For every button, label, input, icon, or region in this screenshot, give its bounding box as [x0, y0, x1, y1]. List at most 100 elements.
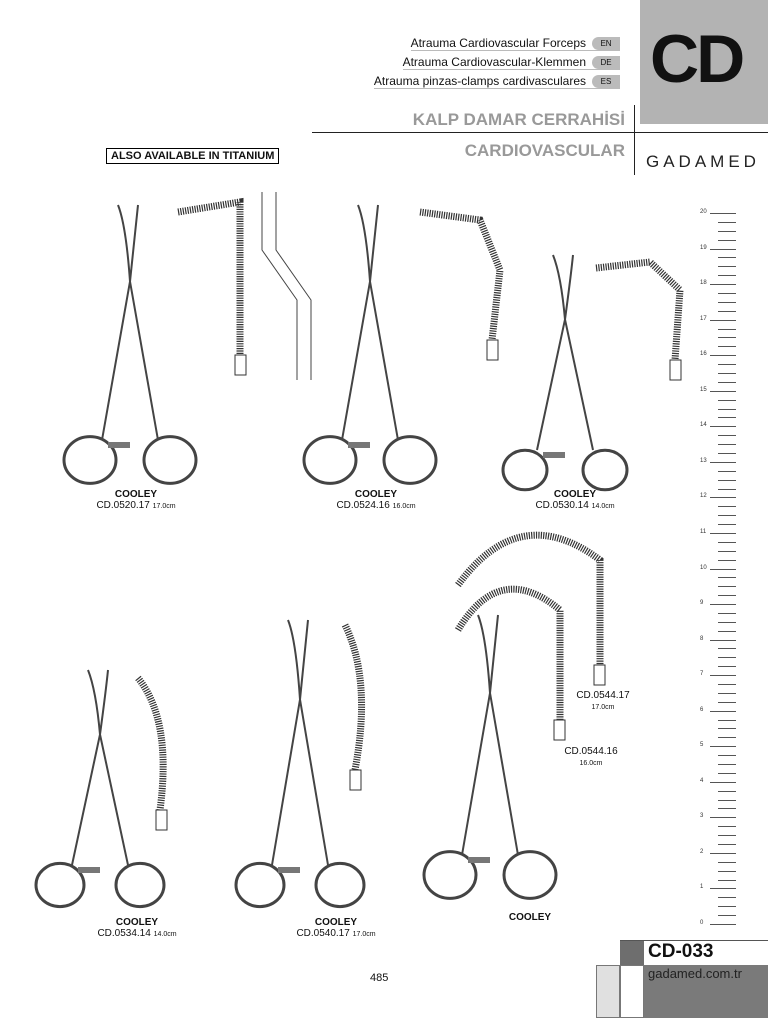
ruler-tick — [718, 586, 736, 588]
finger-ring — [34, 861, 86, 909]
ruler-tick — [718, 826, 736, 828]
ruler-label: 15 — [700, 386, 707, 393]
ruler-tick — [718, 515, 736, 517]
serrated-jaw — [455, 531, 604, 665]
jaw-tip — [349, 769, 362, 791]
ruler-label: 13 — [700, 457, 707, 464]
jaw-tip — [486, 339, 499, 361]
ruler-tick — [710, 746, 736, 748]
ruler-tick — [710, 461, 736, 463]
product-label: COOLEY — [508, 912, 552, 923]
ruler-tick — [718, 684, 736, 686]
ruler-label: 1 — [700, 884, 704, 891]
divider-vertical — [634, 105, 635, 175]
ruler-tick — [718, 835, 736, 837]
ruler-label: 2 — [700, 848, 704, 855]
finger-ring — [314, 861, 366, 909]
ruler-label: 20 — [700, 209, 707, 215]
ruler-tick — [718, 444, 736, 446]
ruler-tick — [718, 790, 736, 792]
ruler-tick — [718, 337, 736, 339]
ruler-tick — [718, 559, 736, 561]
ratchet — [108, 442, 130, 448]
serrated-jaw — [177, 197, 244, 355]
finger-ring — [234, 861, 286, 909]
ruler-tick — [710, 532, 736, 534]
ruler-tick — [718, 346, 736, 348]
ruler-tick — [710, 852, 736, 854]
ruler-tick — [718, 452, 736, 454]
finger-ring — [62, 435, 118, 485]
ruler-tick — [718, 915, 736, 917]
finger-ring — [502, 850, 558, 900]
serrated-jaw — [419, 208, 504, 341]
ruler-tick — [718, 737, 736, 739]
ruler-tick — [718, 364, 736, 366]
finger-ring — [142, 435, 198, 485]
brand-logo: GADAMED — [646, 152, 760, 171]
ruler-tick — [718, 239, 736, 241]
ruler-tick — [718, 755, 736, 757]
page-number: 485 — [370, 972, 389, 984]
ruler-tick — [710, 390, 736, 392]
finger-ring — [302, 435, 358, 485]
ruler-tick — [718, 506, 736, 508]
ruler-tick — [718, 764, 736, 766]
ruler-label: 11 — [700, 528, 707, 535]
ruler-tick — [718, 595, 736, 597]
ruler-tick — [718, 692, 736, 694]
ruler-label: 10 — [700, 564, 707, 571]
serrated-jaw — [341, 623, 366, 771]
ruler-tick — [718, 381, 736, 383]
ruler-tick — [710, 781, 736, 783]
ruler-tick — [718, 310, 736, 312]
ruler-tick — [718, 550, 736, 552]
jaw-tip — [669, 359, 682, 381]
serrated-jaw — [454, 585, 564, 720]
ruler-tick — [718, 897, 736, 899]
ruler-tick — [718, 266, 736, 268]
ruler-tick — [710, 817, 736, 819]
ruler-tick — [718, 630, 736, 632]
ruler-tick — [718, 408, 736, 410]
website: gadamed.com.tr — [648, 966, 742, 981]
ratchet — [543, 452, 565, 458]
subtitle-tr: KALP DAMAR CERRAHİSİ — [412, 110, 625, 129]
ruler-tick — [718, 701, 736, 703]
ruler-tick — [710, 497, 736, 499]
ruler-tick — [710, 675, 736, 677]
forceps-shank — [536, 254, 594, 451]
page-code: CD-033 — [648, 941, 714, 962]
jaw-tip — [155, 809, 168, 831]
ruler-tick — [710, 248, 736, 250]
ruler-label: 16 — [700, 351, 707, 358]
ruler-tick — [718, 728, 736, 730]
subtitle-en: CARDIOVASCULAR — [464, 141, 625, 160]
ruler-label: 0 — [700, 920, 704, 926]
ruler-tick — [718, 328, 736, 330]
ruler-tick — [718, 524, 736, 526]
finger-ring — [501, 448, 549, 492]
ruler-tick — [718, 861, 736, 863]
ruler-tick — [710, 213, 736, 214]
ruler-label: 8 — [700, 635, 704, 642]
forceps-shank — [271, 619, 329, 866]
ruler-tick — [718, 541, 736, 543]
ruler-tick — [710, 355, 736, 357]
ruler-tick — [710, 924, 736, 925]
ruler-tick — [710, 604, 736, 606]
ruler-tick — [718, 577, 736, 579]
ruler-tick — [718, 435, 736, 437]
ratchet — [468, 857, 490, 863]
ratchet — [278, 867, 300, 873]
jaw-tip — [553, 719, 566, 741]
